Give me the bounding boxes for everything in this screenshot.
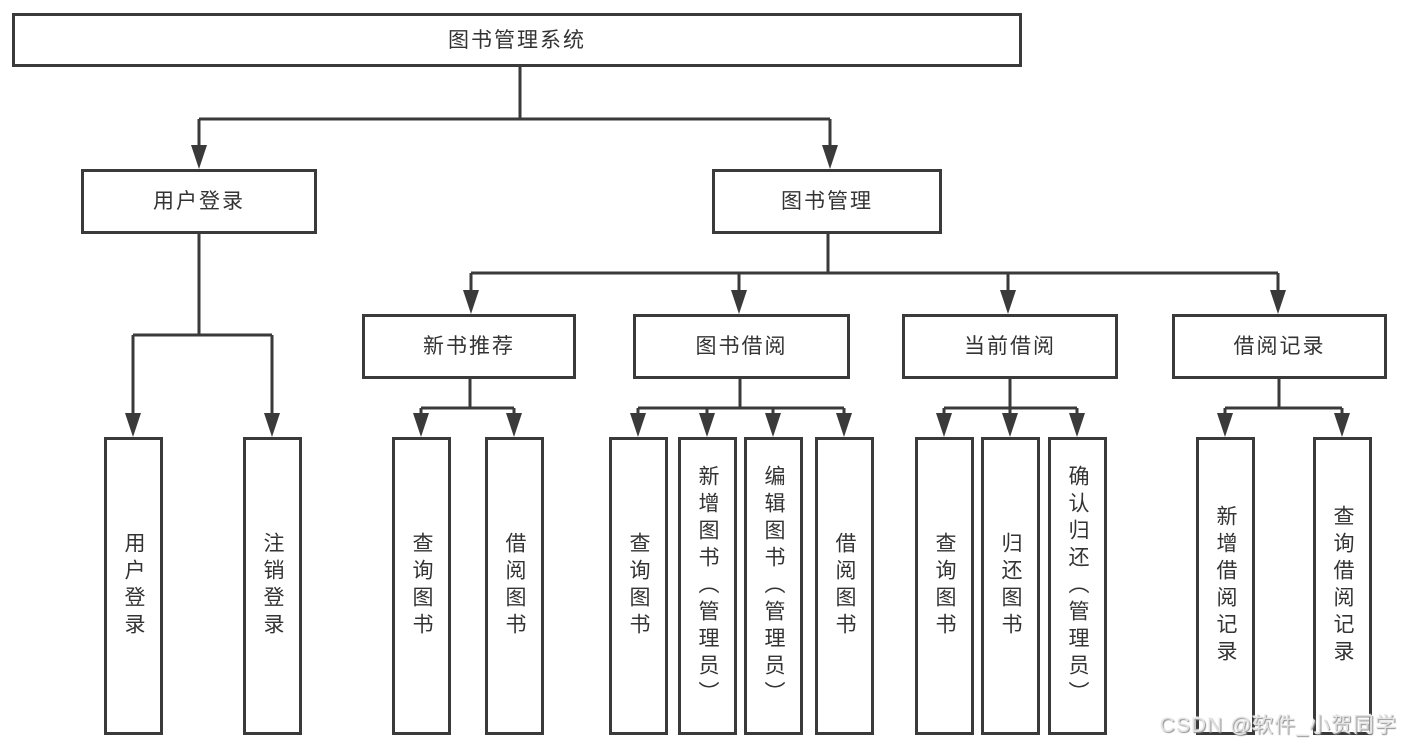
leaf-borrow-book: 借阅图书 (815, 437, 874, 735)
node-new-book-recommend: 新书推荐 (362, 314, 576, 379)
leaf-edit-book-admin: 编辑图书（管理员） (744, 437, 803, 735)
leaf-add-book-admin: 新增图书（管理员） (678, 437, 737, 735)
node-root-system: 图书管理系统 (12, 13, 1022, 67)
node-borrow-records: 借阅记录 (1172, 314, 1387, 379)
leaf-query-borrow-record: 查询借阅记录 (1313, 437, 1372, 735)
leaf-query-books-recommend: 查询图书 (392, 437, 451, 735)
node-current-borrowing: 当前借阅 (902, 314, 1118, 379)
node-book-management: 图书管理 (712, 169, 942, 234)
watermark: CSDN @软件_小贺同学 (1159, 714, 1397, 737)
leaf-logout: 注销登录 (243, 437, 302, 735)
leaf-add-borrow-record: 新增借阅记录 (1196, 437, 1255, 735)
leaf-query-books-current: 查询图书 (915, 437, 974, 735)
leaf-borrow-book-recommend: 借阅图书 (485, 437, 544, 735)
node-user-login: 用户登录 (81, 169, 317, 234)
leaf-user-login: 用户登录 (104, 437, 163, 735)
leaf-query-books-borrowing: 查询图书 (609, 437, 668, 735)
leaf-return-book: 归还图书 (981, 437, 1040, 735)
leaf-confirm-return-admin: 确认归还（管理员） (1048, 437, 1107, 735)
node-book-borrowing: 图书借阅 (633, 314, 850, 379)
